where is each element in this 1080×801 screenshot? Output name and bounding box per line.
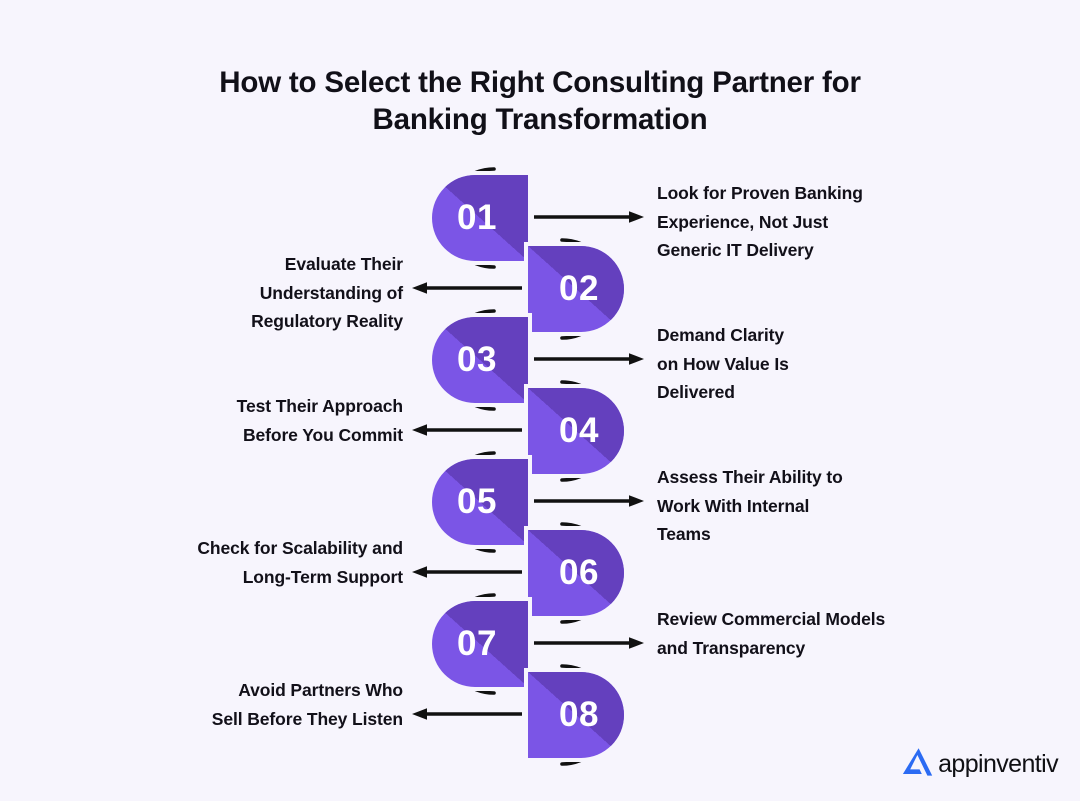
step-number-08: 08 [559, 695, 599, 734]
step-row-05: 05 Assess Their Ability to Work With Inter… [0, 451, 1080, 553]
step-description-line: Before You Commit [242, 424, 403, 445]
page-title: How to Select the Right Consulting Partn… [0, 64, 1080, 138]
step-badge-shape-04 [528, 388, 624, 474]
step-description-line: Assess Their Ability to [657, 467, 843, 487]
step-arrow-06 [412, 561, 522, 583]
step-badge-01[interactable]: 01 [432, 175, 528, 261]
step-badge-shape-05 [432, 459, 528, 545]
appinventiv-a-mark-icon [901, 746, 935, 783]
step-description-line: Experience, Not Just [657, 211, 829, 232]
step-number-05: 05 [457, 482, 497, 521]
step-arrow-05 [534, 490, 644, 512]
step-badge-04[interactable]: 04 [528, 388, 624, 474]
step-arrow-08 [412, 703, 522, 725]
step-number-01: 01 [457, 198, 497, 237]
page-title-line-1: How to Select the Right Consulting Partn… [219, 65, 861, 99]
step-number-07: 07 [457, 624, 497, 663]
step-badge-08[interactable]: 08 [528, 672, 624, 758]
step-badge-03[interactable]: 03 [432, 317, 528, 403]
step-badge-shape-08 [528, 672, 624, 758]
step-description-line: Review Commercial Models [657, 609, 886, 629]
step-badge-05[interactable]: 05 [432, 459, 528, 545]
step-arrow-07 [534, 632, 644, 654]
step-description-line: and Transparency [657, 637, 806, 658]
step-description-line: Regulatory Reality [251, 311, 403, 331]
step-badge-shape-06 [528, 530, 624, 616]
step-badge-shape-02 [528, 246, 624, 332]
step-description-line: on How Value Is [657, 353, 789, 374]
step-description-line: Sell Before They Listen [211, 708, 403, 729]
step-description-line: Avoid Partners Who [238, 680, 403, 700]
page-title-line-2: Banking Transformation [372, 102, 708, 136]
step-description-line: Long-Term Support [242, 566, 403, 587]
step-badge-07[interactable]: 07 [432, 601, 528, 687]
step-description-line: Check for Scalability and [197, 538, 403, 558]
brand-wordmark: appinventiv [938, 750, 1058, 778]
step-badge-shape-07 [432, 601, 528, 687]
step-badge-shape-01 [432, 175, 528, 261]
step-description-line: Evaluate Their [284, 254, 403, 274]
step-description-line: Delivered [657, 382, 735, 402]
step-description-line: Generic IT Delivery [657, 240, 814, 260]
step-description-03: Demand Clarity on How Value Is Delivered [657, 321, 987, 407]
step-badge-02[interactable]: 02 [528, 246, 624, 332]
step-description-05: Assess Their Ability to Work With Interna… [657, 463, 987, 549]
step-description-line: Demand Clarity [657, 325, 784, 345]
step-arrow-02 [412, 277, 522, 299]
step-number-03: 03 [457, 340, 497, 379]
step-description-07: Review Commercial Models and Transparency [657, 605, 987, 662]
step-description-line: Test Their Approach [236, 396, 403, 416]
step-description-line: Understanding of [259, 282, 403, 303]
step-description-line: Teams [657, 524, 711, 544]
step-number-06: 06 [559, 553, 599, 592]
step-arrow-03 [534, 348, 644, 370]
step-description-line: Work With Internal [657, 495, 810, 516]
brand-logo: appinventiv [901, 746, 1059, 783]
step-description-line: Look for Proven Banking [657, 183, 863, 203]
step-row-07: 07 Review Commercial Models and Transparen… [0, 593, 1080, 695]
step-number-02: 02 [559, 269, 599, 308]
step-badge-shape-03 [432, 317, 528, 403]
step-arrow-01 [534, 206, 644, 228]
step-badge-06[interactable]: 06 [528, 530, 624, 616]
step-number-04: 04 [559, 411, 599, 450]
step-arrow-04 [412, 419, 522, 441]
